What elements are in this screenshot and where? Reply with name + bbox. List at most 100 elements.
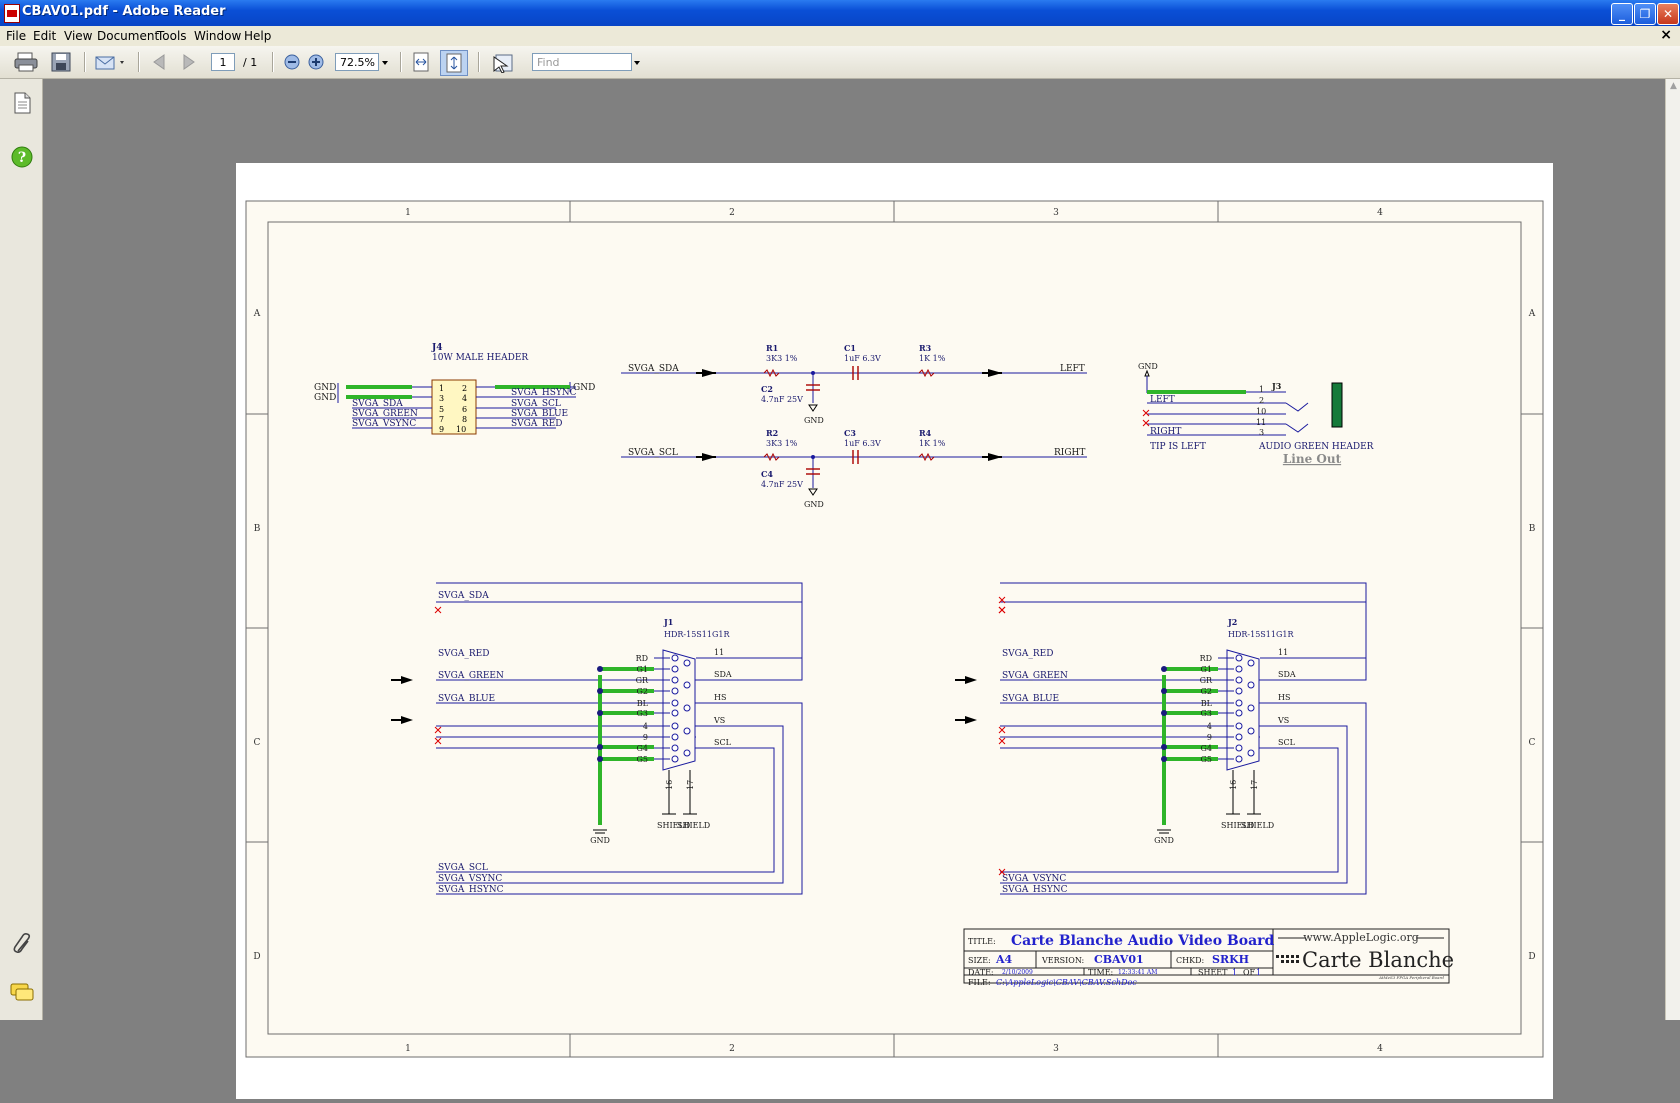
pin-socket: [1247, 681, 1255, 689]
select-tool-icon[interactable]: [490, 51, 516, 73]
j4-pin: 1: [439, 384, 444, 393]
j4-desc: 10W MALE HEADER: [432, 353, 528, 363]
print-icon[interactable]: [14, 51, 38, 73]
j4-header: J4 10W MALE HEADER 1 3 5 7 9 2 4 6 8 10: [314, 343, 595, 435]
net-label: SVGA_VSYNC: [438, 874, 502, 884]
vga-pin-label: G5: [1201, 755, 1212, 764]
net-label: SVGA_SDA: [628, 364, 679, 374]
time-label: TIME:: [1088, 968, 1113, 977]
j4-pin: 6: [462, 405, 467, 414]
pin-socket: [1247, 659, 1255, 667]
menu-window[interactable]: Window: [194, 29, 242, 43]
component-value: 3K3 1%: [766, 439, 798, 448]
date-label: DATE:: [968, 968, 994, 977]
scroll-up-arrow-icon[interactable]: ▲: [1670, 81, 1677, 91]
pin-socket: [1235, 744, 1243, 752]
vga-pin-label: 17: [1250, 780, 1259, 790]
zoom-out-icon[interactable]: [282, 51, 302, 73]
pin-socket: [1247, 704, 1255, 712]
j3-pin: 2: [1259, 396, 1264, 405]
j3-ref: J3: [1271, 381, 1282, 391]
line-out-link[interactable]: Line Out: [1283, 452, 1342, 466]
fit-page-button[interactable]: [440, 50, 468, 76]
previous-page-icon[interactable]: [150, 51, 170, 73]
row-label: A: [253, 309, 261, 319]
find-input[interactable]: Find: [532, 53, 632, 71]
toolbar: 1 / 1 72.5% Find: [0, 46, 1680, 79]
pin-socket: [671, 665, 679, 673]
pin-socket: [683, 727, 691, 735]
logo-name: Carte Blanche: [1302, 948, 1454, 972]
menu-help[interactable]: Help: [244, 29, 272, 43]
component-ref: C4: [761, 469, 773, 479]
email-share-icon[interactable]: [94, 51, 128, 73]
vga-pin-label: RD: [1200, 654, 1212, 663]
junction-dot: [597, 688, 603, 694]
find-dropdown-chevron-down-icon[interactable]: [632, 51, 642, 73]
vga-pin-label: 16: [665, 780, 674, 790]
net-wire: [436, 702, 803, 895]
shield-label: SHIELD: [1221, 821, 1254, 830]
vga-pin-label: 11: [714, 648, 724, 657]
net-wire: [1000, 601, 1367, 681]
vga-pin-label: G1: [1201, 665, 1212, 674]
menu-tools[interactable]: Tools: [157, 29, 187, 43]
menu-edit[interactable]: Edit: [33, 29, 57, 43]
help-icon[interactable]: ?: [10, 145, 34, 169]
pin-socket: [671, 687, 679, 695]
vga-connector-body: [1226, 649, 1260, 771]
net-label: SVGA_SCL: [511, 399, 561, 409]
size-label: SIZE:: [968, 956, 991, 965]
fit-width-icon[interactable]: [410, 51, 432, 73]
comments-icon[interactable]: [9, 981, 35, 1003]
component-value: 1K 1%: [919, 439, 946, 448]
junction-dot: [1161, 710, 1167, 716]
vga-pin-label: 4: [643, 722, 648, 731]
attachment-paperclip-icon[interactable]: [10, 931, 34, 957]
vga-pin-label: SCL: [714, 738, 732, 747]
minimize-button[interactable]: _: [1611, 3, 1633, 25]
document-close-icon[interactable]: ×: [1660, 27, 1672, 43]
menu-document[interactable]: Document: [97, 29, 160, 43]
menu-file[interactable]: File: [6, 29, 27, 43]
menu-view[interactable]: View: [64, 29, 93, 43]
pin-socket: [683, 704, 691, 712]
vga-pin-label: BL: [1201, 699, 1213, 708]
pin-socket: [671, 699, 679, 707]
port-arrow-icon: [401, 716, 413, 724]
pin-socket: [671, 733, 679, 741]
toolbar-separator: [84, 52, 86, 72]
net-label: SVGA_VSYNC: [1002, 874, 1066, 884]
component-ref: R3: [919, 343, 932, 353]
zoom-in-icon[interactable]: [306, 51, 326, 73]
page-number-input[interactable]: 1: [211, 53, 235, 71]
junction-dot: [597, 756, 603, 762]
close-button[interactable]: ✕: [1657, 3, 1679, 25]
menu-bar: File Edit View Document Tools Window Hel…: [0, 26, 1680, 46]
vga-pin-label: HS: [1278, 693, 1290, 702]
vga-pin-label: G4: [637, 744, 648, 753]
pin-socket: [1247, 727, 1255, 735]
pages-icon[interactable]: [10, 91, 34, 115]
net-label: SVGA_BLUE: [511, 409, 568, 419]
next-page-icon[interactable]: [178, 51, 198, 73]
gnd-label: GND: [590, 836, 610, 845]
row-label: D: [253, 952, 260, 962]
row-label: B: [1529, 524, 1536, 534]
restore-button[interactable]: ❐: [1634, 3, 1656, 25]
save-icon[interactable]: [50, 51, 72, 73]
no-connect-mark: [998, 737, 1006, 745]
row-label: C: [1529, 738, 1536, 748]
zoom-level-field[interactable]: 72.5%: [335, 53, 379, 71]
vga-pin-label: BL: [637, 699, 649, 708]
component-value: 1K 1%: [919, 354, 946, 363]
pin-socket: [683, 659, 691, 667]
title-block: TITLE: SIZE: VERSION: CHKD: DATE: TIME: …: [963, 928, 1454, 987]
vga-pin-label: G2: [637, 687, 648, 696]
schematic-inner-frame: [267, 221, 1522, 1035]
zoom-dropdown-chevron-down-icon[interactable]: [380, 51, 390, 73]
file-label: FILE:: [968, 978, 991, 987]
vertical-scrollbar[interactable]: ▲: [1665, 79, 1680, 1020]
